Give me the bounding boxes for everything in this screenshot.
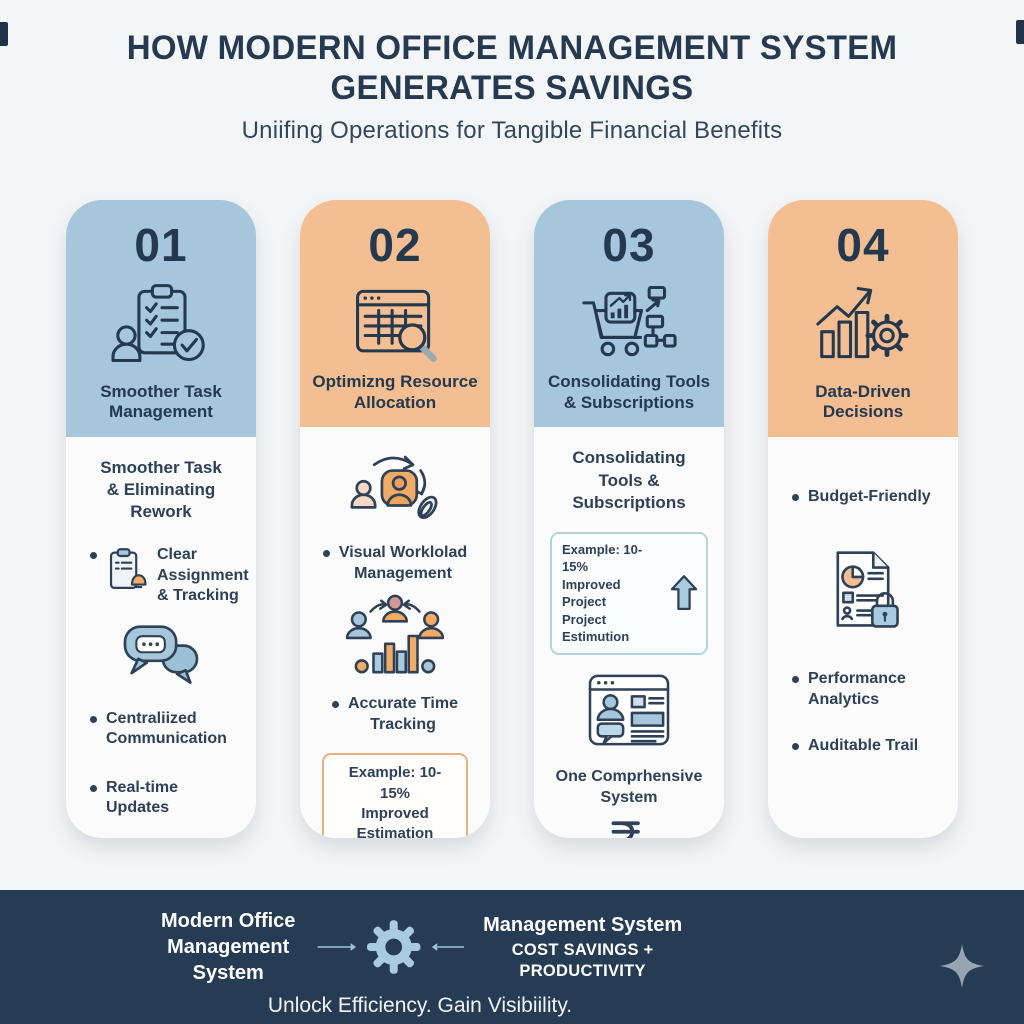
footer-left-text: Modern Office Management System [160,910,296,984]
example-box-estimation: Example: 10-15% Improved Estimation [322,753,468,838]
bullet-text: Centraliized Communication [106,709,227,748]
footer-right-text: Management System COST SAVINGS + PRODUCT… [483,913,683,980]
growth-chart-gear-icon [816,286,909,359]
bullet-dot [332,701,339,709]
bullet-dot [792,494,799,501]
card3-number: 03 [602,219,656,271]
card4-body: Budget-Friendly [768,437,958,838]
one-comprehensive-system-text: One Comprhensive System [555,768,703,806]
footer-content: Modern Office Management System [150,908,690,1018]
spreadsheet-magnifier-icon [356,289,437,362]
page-title-line1: HOW MODERN OFFICE MANAGEMENT SYSTEM [126,29,898,67]
footer-row: Modern Office Management System [150,908,690,986]
card4-number: 04 [836,219,890,271]
bullet-dot [90,552,97,560]
card1-subheader: Smoother Task & Eliminating Rework [100,458,222,522]
example-box-project: Example: 10-15% Improved Project Project… [550,531,708,656]
browser-collaboration-icon [588,674,670,746]
card2-title: Optimizng Resource Allocation [312,372,478,412]
bullet-dot [792,676,799,684]
right-arrow-icon [317,943,357,951]
card4-title: Data-Driven Decisions [815,381,911,422]
bullet-text: Real-time Updates [106,778,179,817]
rupee-thumbs-up-icon [611,821,640,838]
team-bar-chart-icon [346,595,444,674]
gear-icon [367,920,421,974]
bullet-text: Visual Worklolad Management [338,544,468,582]
card3-subheader: Consolidating Tools & Subscriptions [572,448,686,512]
cards-row: 01 Smoother Task Management Smo [66,200,958,838]
left-arrow-icon [431,943,464,951]
footer-banner: Modern Office Management System [0,890,1024,1024]
chat-bubbles-icon [123,625,199,684]
bullet-centralized-communication: Centraliized Communication [78,709,244,750]
card3-header: 03 Consol [534,200,724,428]
example-box-text: Example: 10-15% Improved Project Project… [562,541,643,645]
card-smoother-task: 01 Smoother Task Management Smo [66,200,256,838]
card2-header: 02 Optimizng Resourc [300,200,490,428]
bullet-dot [322,550,330,558]
card1-title: Smoother Task Management [100,381,222,422]
bullet-text: Accurate Time Tracking [348,695,458,733]
report-pie-lock-icon [836,551,899,629]
bullet-dot [90,715,97,723]
bullet-text: Budget-Friendly [808,488,931,505]
bullet-dot [792,743,799,751]
up-arrow-icon [670,575,698,611]
clipboard-bell-icon [109,548,147,590]
bullet-text: Performance Analytics [808,670,906,708]
card-resource-allocation: 02 Optimizng Resourc [300,200,490,838]
card3-body: Consolidating Tools & Subscriptions Exam… [534,427,724,838]
bullet-text: Clear Assignment & Tracking [157,546,249,605]
card1-header: 01 Smoother Task Management [66,200,256,437]
bullet-visual-workload: Visual Worklolad Management [322,543,468,584]
page-subtitle: Uniifing Operations for Tangible Financi… [241,117,783,145]
bullet-dot [90,784,97,792]
top-left-notch [0,22,8,46]
bullet-clear-assignment: Clear Assignment & Tracking [78,545,249,606]
page-title-line2: GENERATES SAVINGS [330,69,694,108]
card4-header: 04 Data-Driven Decision [768,200,958,437]
clipboard-checklist-icon [111,284,205,363]
bullet-realtime-updates: Real-time Updates [78,778,244,819]
card1-number: 01 [134,219,188,271]
people-rotation-paperclip-icon [350,456,438,520]
top-right-notch [1016,20,1024,44]
sparkle-icon [939,943,985,989]
bullet-auditable-trail: Auditable Trail [780,736,946,756]
card2-number: 02 [368,219,422,271]
card-data-driven: 04 Data-Driven Decision [768,200,958,838]
card2-body: Visual Worklolad Management [300,427,490,838]
bullet-accurate-time: Accurate Time Tracking [332,694,458,735]
page-header: HOW MODERN OFFICE MANAGEMENT SYSTEM GENE… [0,28,1024,145]
card-consolidating-tools: 03 Consol [534,200,724,838]
bullet-performance-analytics: Performance Analytics [780,669,946,710]
card1-body: Smoother Task & Eliminating Rework Clear… [66,437,256,838]
card3-title: Consolidating Tools & Subscriptions [547,372,711,412]
footer-tagline: Unlock Efficiency. Gain Visibiility. [267,994,573,1017]
bullet-text: Auditable Trail [808,737,919,755]
bullet-budget-friendly: Budget-Friendly [780,487,946,507]
cart-analytics-icon [582,285,677,357]
